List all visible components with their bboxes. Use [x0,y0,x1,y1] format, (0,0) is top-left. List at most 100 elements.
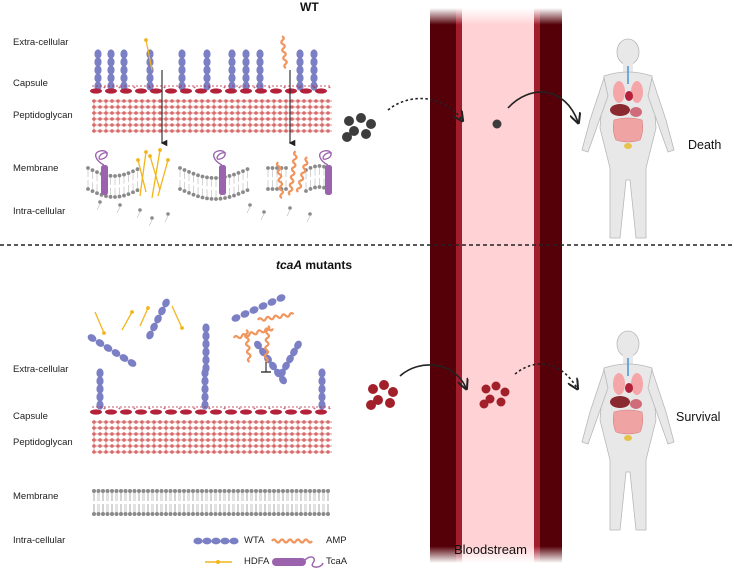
svg-text:+: + [193,85,196,91]
tcaa-protein [95,150,109,195]
outcome-death: Death [688,138,722,152]
lipid-debris [138,208,142,212]
wt-label-extracellular: Extra-cellular [13,37,69,48]
svg-text:+: + [118,406,121,412]
svg-text:+: + [133,406,136,412]
tcaa-protein [319,150,333,195]
legend-tcaa-label: TcaA [326,556,348,567]
lipid-debris [150,216,154,220]
human-figure-bottom [581,330,675,531]
amp-peptide [275,161,284,199]
bladder-icon [624,143,632,149]
svg-text:+: + [313,85,316,91]
lipid-debris [118,203,122,207]
amp-peptide [263,325,271,363]
lipid-debris [248,203,252,207]
lung-icon [613,373,625,395]
hdfa-molecule [121,310,134,331]
stomach-icon [630,107,642,117]
mutant-label-capsule: Capsule [13,411,48,422]
svg-text:+: + [148,406,151,412]
legend-amp-label: AMP [326,535,347,546]
peptidoglycan-layer [92,99,332,133]
bloodstream-label: Bloodstream [454,542,527,557]
amp-peptide [244,329,252,363]
amp-peptide [232,327,274,340]
legend-wta-label: WTA [244,535,265,546]
svg-text:+: + [103,85,106,91]
human-right-arm [647,76,675,153]
wt-arrow-into-blood [387,97,462,120]
heart-icon [625,91,633,101]
hdfa-molecule [144,38,153,71]
svg-text:+: + [223,406,226,412]
wt-label-capsule: Capsule [13,78,48,89]
svg-text:+: + [328,85,331,91]
wta-chain [146,298,170,340]
legend-wta-icon [193,537,239,545]
svg-text:+: + [328,406,331,412]
svg-text:+: + [283,406,286,412]
human-head [616,330,640,358]
svg-text:+: + [253,85,256,91]
lipid-debris [288,206,292,210]
mutant-bacteria-in-blood [479,381,510,409]
human-left-arm [581,368,609,445]
mutant-label-intracellular: Intra-cellular [13,535,66,546]
svg-text:+: + [223,85,226,91]
tcaa-protein [213,150,227,195]
wta-chain [254,340,287,385]
capsule-layer: ++++++++++++++++ [90,85,332,94]
wta-chain [242,49,250,91]
svg-text:+: + [193,406,196,412]
human-left-arm [581,76,609,153]
svg-text:+: + [208,85,211,91]
legend-tcaa-icon [272,556,324,568]
wta-chain [201,368,209,410]
svg-text:+: + [163,85,166,91]
svg-text:+: + [133,85,136,91]
heart-icon [625,383,633,393]
hdfa-molecule [94,311,106,335]
membrane-bilayer [92,489,330,516]
amp-peptide [287,150,298,196]
wta-chain [318,368,326,410]
capsule-layer: ++++++++++++++++ [90,406,332,415]
mutant-arrow-to-host [514,363,577,388]
peptidoglycan-layer [92,420,332,454]
lipid-debris [166,212,170,216]
amp-peptide [280,35,288,69]
svg-text:+: + [208,406,211,412]
svg-text:+: + [238,85,241,91]
mutant-cell-envelope: ++++++++++++++++ [87,294,332,516]
human-figure-top [581,38,675,239]
svg-text:+: + [283,85,286,91]
wta-chain [228,49,236,91]
wta-chain [231,294,286,322]
wt-label-peptidoglycan: Peptidoglycan [13,110,73,121]
svg-text:+: + [298,406,301,412]
liver-icon [610,104,630,116]
wta-chain [278,340,302,378]
amp-peptide [295,156,309,193]
wta-chain [203,49,211,91]
wt-arrow-to-host [507,91,578,122]
human-right-arm [647,368,675,445]
wt-bacteria-cluster [342,113,376,142]
wt-bacterium-in-blood [492,119,502,129]
wta-chain [94,49,102,91]
svg-text:+: + [268,406,271,412]
lipid-debris [98,200,102,204]
wta-chain [87,334,137,367]
wt-label-membrane: Membrane [13,163,59,174]
wt-title: WT [300,0,319,14]
wta-chain [96,368,104,410]
hdfa-molecule [139,306,150,327]
hdfa-molecule [151,148,162,199]
svg-text:+: + [148,85,151,91]
mutant-label-extracellular: Extra-cellular [13,364,69,375]
svg-text:+: + [298,85,301,91]
lung-icon [613,81,625,103]
